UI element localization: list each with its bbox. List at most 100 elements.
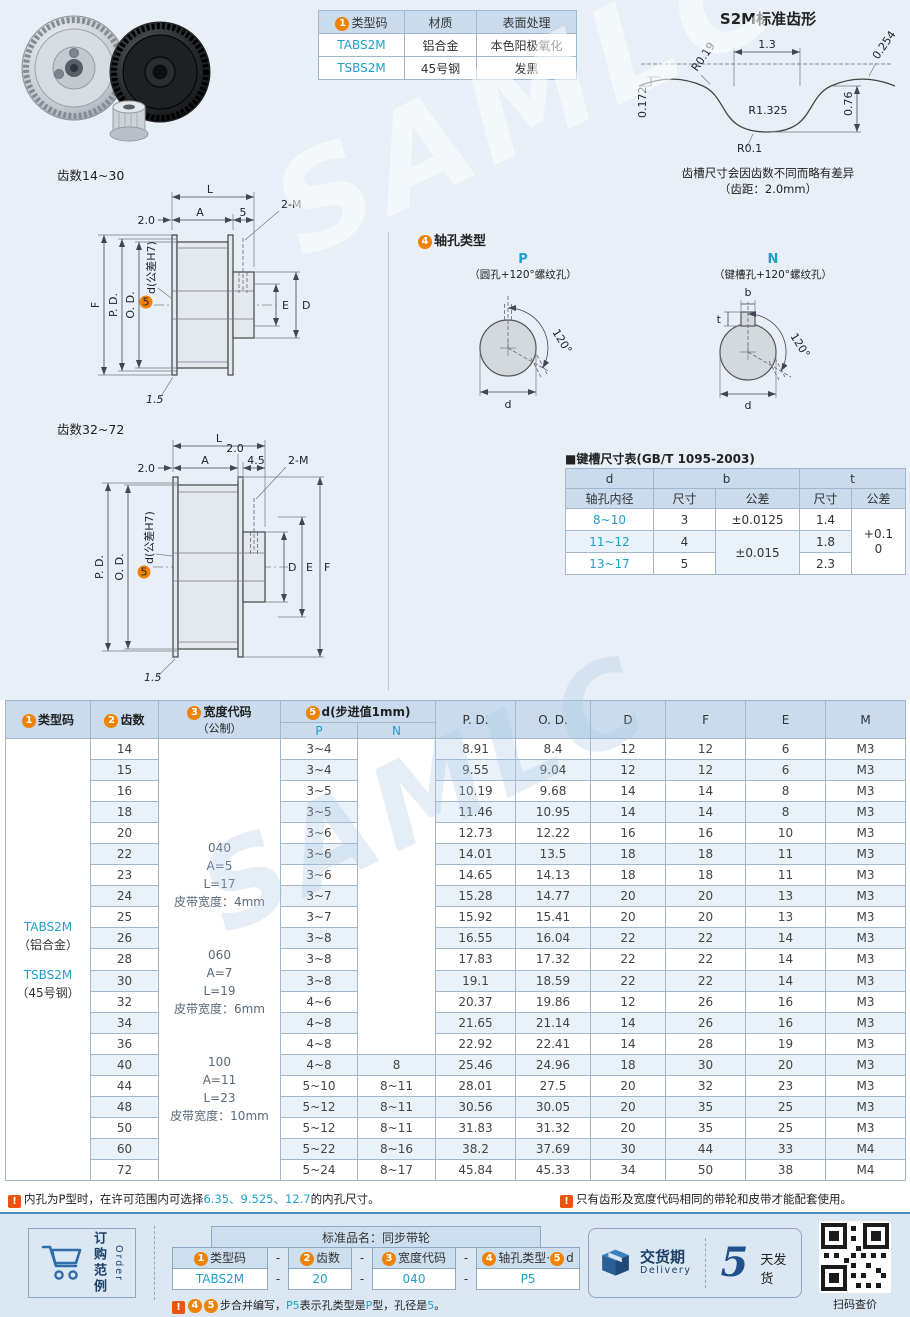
e-cell: 11 [745, 864, 827, 887]
e-cell: 11 [745, 843, 827, 866]
e-cell: 23 [745, 1074, 827, 1097]
p-bore-range-cell: 3~6 [280, 822, 358, 845]
p-bore-range-cell: 3~5 [280, 801, 358, 824]
pd-cell: 45.84 [435, 1158, 517, 1182]
m-cell: M3 [825, 864, 907, 887]
footnote-belt-match: !只有齿形及宽度代码相同的带轮和皮带才能配套使用。 [560, 1191, 852, 1208]
f-cell: 12 [665, 737, 747, 761]
d-cell: 14 [590, 780, 667, 803]
d-cell: 12 [590, 737, 667, 761]
order-example-label-en: Order [113, 1244, 124, 1282]
dim-D: D [288, 561, 296, 574]
svg-text:5: 5 [143, 296, 150, 309]
pd-cell: 14.01 [435, 843, 517, 866]
order-dash: - [359, 1251, 365, 1265]
teeth-cell: 25 [90, 906, 159, 929]
shaft-hole-p-drawing: 120° d [479, 296, 575, 411]
order-dash: - [463, 1251, 469, 1265]
n-bore-range-cell: 8~17 [356, 1158, 437, 1182]
circle-num-3: 3 [187, 706, 202, 720]
shaft-hole-p-desc: （圆孔+120°螺纹孔） [469, 269, 577, 281]
teeth-cell: 26 [90, 927, 159, 950]
n-bore-range-cell: 8~16 [356, 1137, 437, 1160]
keyslot-subheader-size: 尺寸 [653, 488, 716, 509]
dim-L: L [216, 432, 223, 445]
pd-cell: 19.1 [435, 969, 517, 992]
n-bore-range-cell: 8~11 [356, 1074, 437, 1097]
teeth-cell: 50 [90, 1116, 159, 1139]
delivery-box: 交货期 Delivery 5 天发货 [588, 1228, 802, 1298]
pd-cell: 9.55 [435, 759, 517, 782]
teeth-cell: 14 [90, 737, 159, 761]
od-cell: 16.04 [515, 927, 592, 950]
order-dash: - [275, 1272, 281, 1286]
teeth-cell: 30 [90, 969, 159, 992]
dim-PD: P. D. [93, 555, 106, 579]
order-value-width: 040 [372, 1268, 456, 1290]
pd-cell: 21.65 [435, 1011, 517, 1034]
teeth-cell: 20 [90, 822, 159, 845]
dim-2m: 2-M [288, 454, 308, 467]
p-bore-range-cell: 5~10 [280, 1074, 358, 1097]
p-bore-range-cell: 3~8 [280, 969, 358, 992]
delivery-days: 5 [720, 1239, 749, 1286]
product-photo [21, 15, 211, 142]
e-cell: 14 [745, 927, 827, 950]
p-bore-range-cell: 4~8 [280, 1053, 358, 1076]
steel-pulley [109, 21, 211, 123]
teeth-cell: 48 [90, 1095, 159, 1118]
pd-cell: 28.01 [435, 1074, 517, 1097]
d-cell: 14 [590, 801, 667, 824]
pd-cell: 20.37 [435, 990, 517, 1013]
teeth-cell: 60 [90, 1137, 159, 1160]
e-cell: 8 [745, 801, 827, 824]
dim-t: t [717, 313, 722, 326]
m-cell: M3 [825, 737, 907, 761]
m-cell: M3 [825, 1116, 907, 1139]
f-cell: 50 [665, 1158, 747, 1182]
shaft-hole-n-desc: （键槽孔+120°螺纹孔） [713, 269, 833, 281]
m-cell: M3 [825, 1011, 907, 1034]
p-bore-range-cell: 3~6 [280, 864, 358, 887]
dim-OD: O. D. [124, 291, 137, 318]
drawing-large: L A 4.5 2.0 2.0 2-M 5 d(公差H7) [93, 432, 330, 684]
f-cell: 30 [665, 1053, 747, 1076]
p-bore-range-cell: 3~5 [280, 780, 358, 803]
dim-A: A [201, 454, 209, 467]
od-cell: 17.32 [515, 948, 592, 971]
product-name-bar: 标准品名：同步带轮 [211, 1226, 541, 1248]
pd-cell: 38.2 [435, 1137, 517, 1160]
dim-120deg: 120° [787, 331, 812, 360]
order-dash: - [463, 1272, 469, 1286]
keyslot-table-title: ■键槽尺寸表(GB/T 1095-2003) [565, 452, 755, 466]
n-bore-empty-cell [356, 738, 437, 1055]
od-cell: 37.69 [515, 1137, 592, 1160]
e-cell: 13 [745, 885, 827, 908]
od-cell: 14.77 [515, 885, 592, 908]
svg-text:5: 5 [141, 566, 148, 579]
footer-divider [154, 1226, 155, 1300]
dim-r1-325: R1.325 [748, 104, 787, 117]
dim-L: L [207, 183, 214, 196]
od-cell: 21.14 [515, 1011, 592, 1034]
pd-cell: 25.46 [435, 1053, 517, 1076]
spec-material: 铝合金 [404, 33, 477, 57]
p-bore-range-cell: 3~7 [280, 906, 358, 929]
e-cell: 38 [745, 1158, 827, 1182]
